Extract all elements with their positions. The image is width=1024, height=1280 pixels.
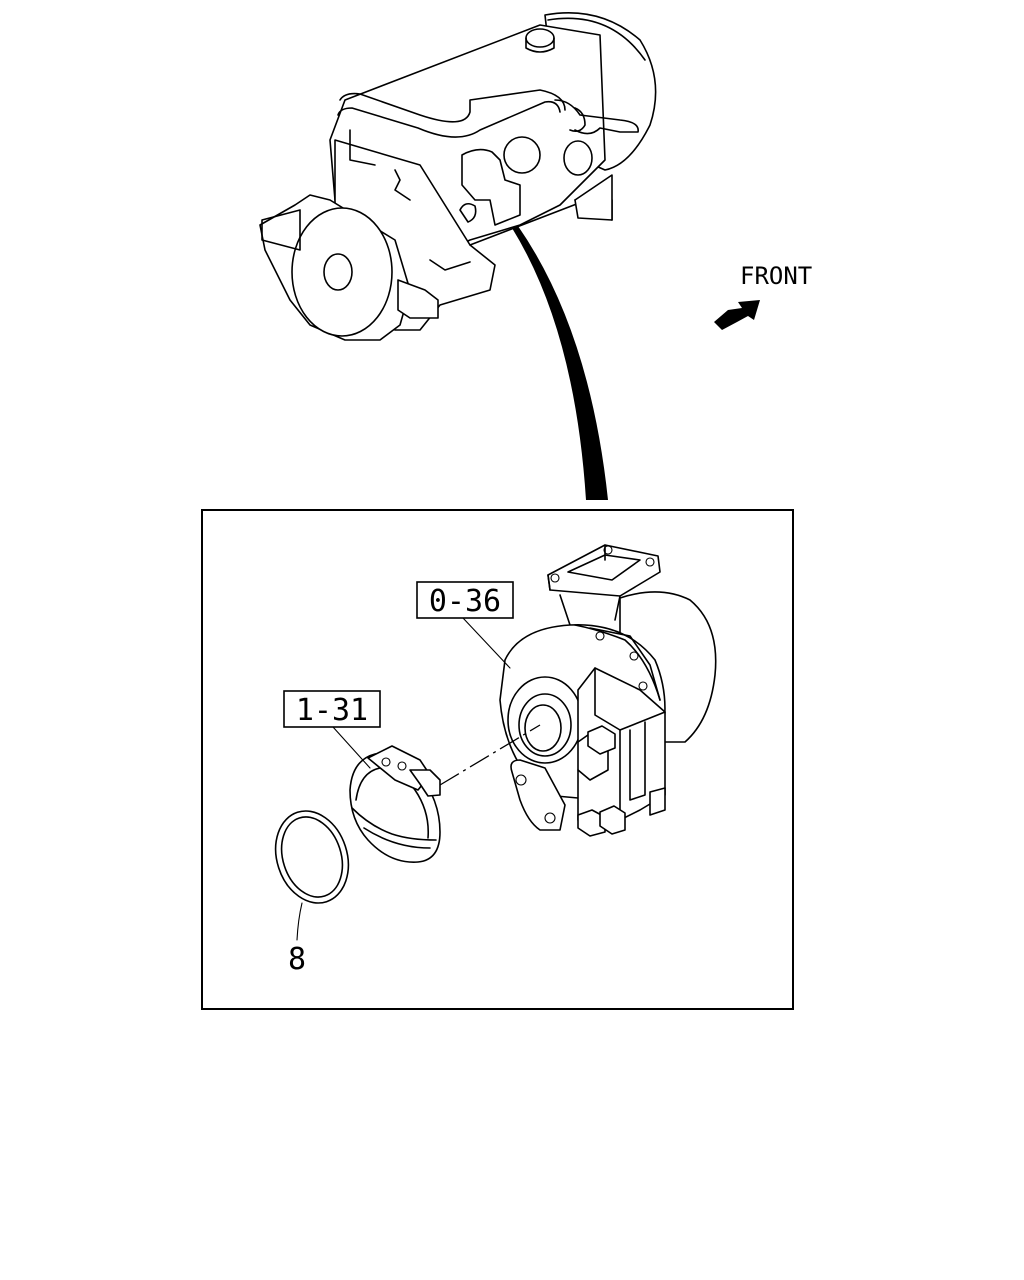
leader-line-0-36	[462, 617, 511, 669]
front-arrow-icon	[714, 300, 760, 330]
front-label: FRONT	[740, 262, 812, 290]
engine-illustration	[259, 12, 657, 341]
callout-label: 8	[288, 942, 306, 977]
front-indicator: FRONT	[714, 262, 812, 330]
leader-line-1-31	[332, 726, 371, 769]
callout-label: 1-31	[296, 693, 368, 728]
assembly-centerline	[439, 724, 541, 786]
v-band-clamp-illustration	[349, 745, 441, 863]
turbocharger-illustration	[499, 544, 717, 837]
callout-label: 0-36	[429, 584, 501, 619]
detail-frame	[201, 509, 794, 1010]
callout-8[interactable]: 8	[288, 942, 306, 977]
callout-0-36[interactable]: 0-36	[416, 581, 514, 619]
callout-1-31[interactable]: 1-31	[283, 690, 381, 728]
leader-line-8	[296, 902, 303, 941]
detail-connector	[512, 226, 608, 500]
o-ring-illustration	[274, 810, 350, 904]
